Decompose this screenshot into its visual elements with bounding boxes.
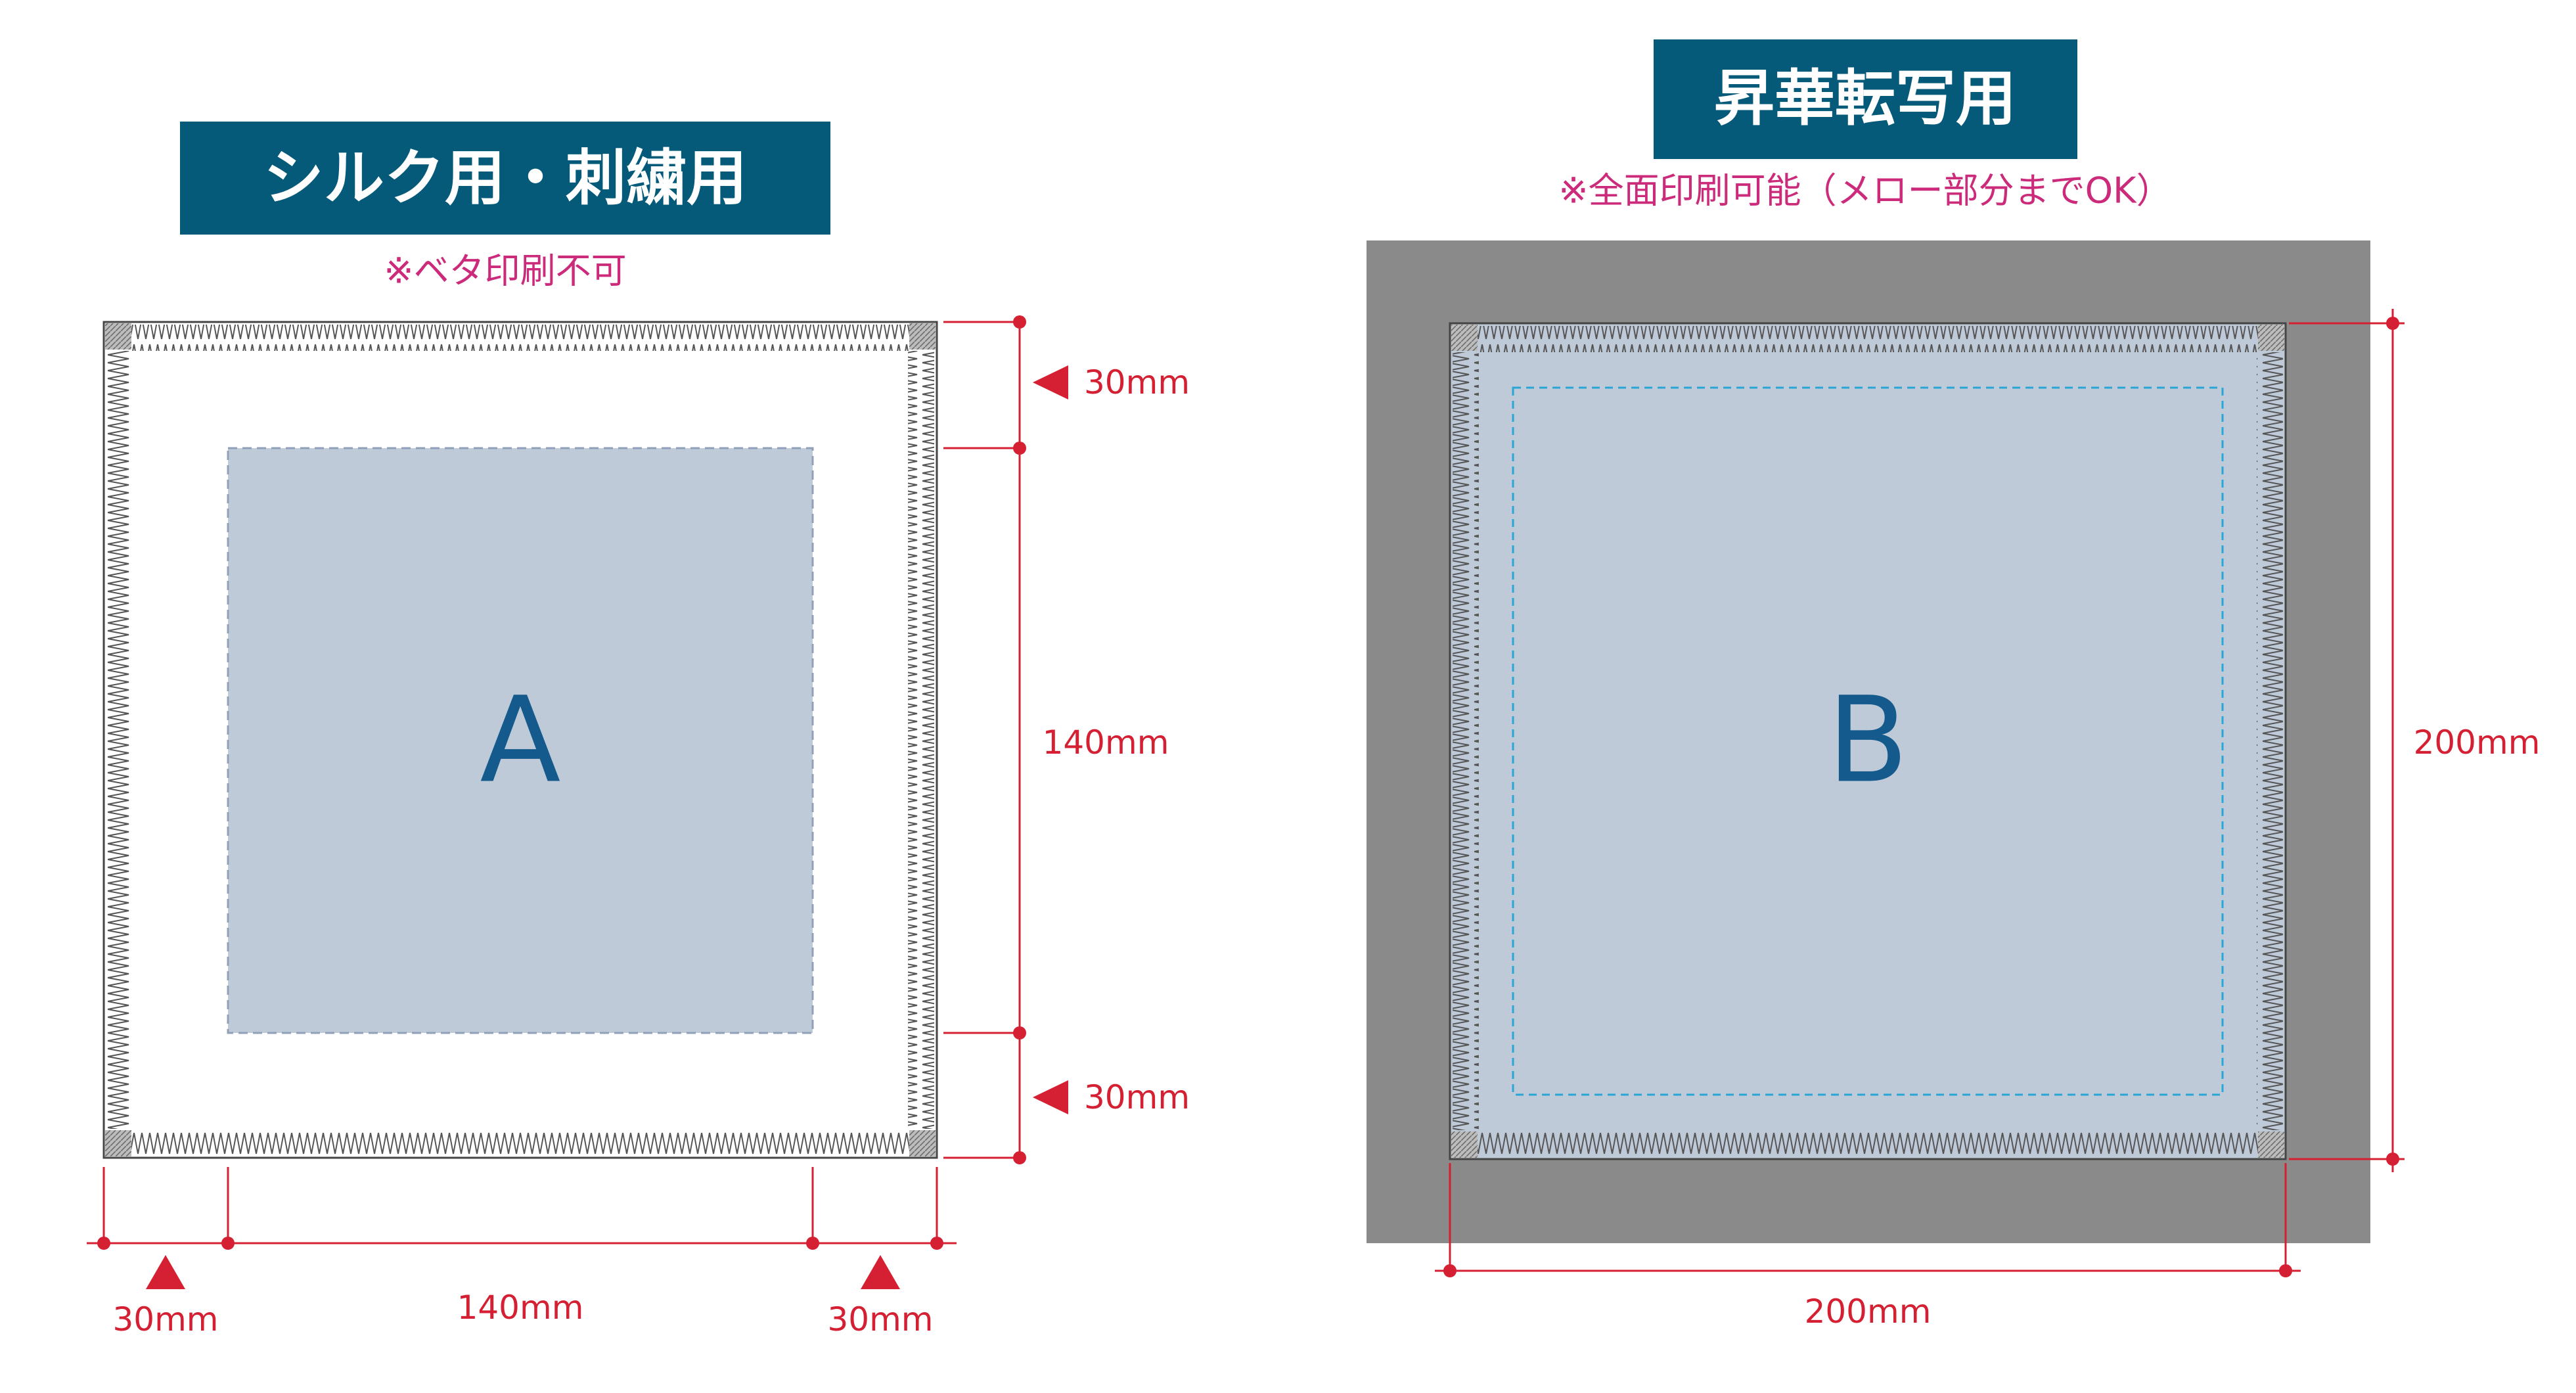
- print-area-a-label: A: [480, 672, 560, 810]
- silk-hem-corner: [909, 323, 936, 350]
- silk-vertical-dimension-dots: [1013, 315, 1026, 1164]
- silk-hem-corner: [909, 1130, 936, 1156]
- sublimation-hem-bottom: [1476, 1130, 2259, 1156]
- silk-left-margin-label: 30mm: [112, 1300, 218, 1338]
- silk-note: ※ベタ印刷不可: [384, 250, 626, 292]
- sublimation-title: 昇華転写用: [1714, 64, 2016, 134]
- sublimation-note: ※全面印刷可能（メロー部分までOK）: [1558, 170, 2171, 212]
- sublimation-vertical-dimension: [2289, 309, 2405, 1172]
- silk-hem-corner: [105, 1130, 131, 1156]
- silk-bottom-margin-label: 30mm: [1084, 1078, 1190, 1116]
- sublimation-hem-corner: [1451, 325, 1478, 351]
- silk-embroidery-panel: シルク用・刺繍用 ※ベタ印刷不可 A 30mm: [87, 122, 1190, 1338]
- dimension-dot: [806, 1237, 819, 1250]
- silk-right-margin-label: 30mm: [827, 1300, 933, 1338]
- sublimation-inner-guide: [1512, 386, 2224, 1096]
- dimension-dot: [1443, 1264, 1457, 1277]
- silk-hem-left: [106, 351, 133, 1129]
- silk-horizontal-dimension-dots: [97, 1237, 943, 1250]
- top-margin-arrow-icon: [1033, 365, 1068, 400]
- silk-height-label: 140mm: [1043, 723, 1169, 762]
- left-margin-arrow-icon: [146, 1255, 185, 1289]
- dimension-dot: [930, 1237, 943, 1250]
- dimension-dot: [2386, 1153, 2399, 1166]
- dimension-dot: [2386, 317, 2399, 330]
- silk-hem-bottom: [130, 1129, 911, 1155]
- print-area-a: [227, 447, 814, 1034]
- dimension-dot: [2279, 1264, 2292, 1277]
- sublimation-hem-left: [1453, 352, 1479, 1130]
- print-area-b-label: B: [1827, 672, 1909, 810]
- silk-top-margin-label: 30mm: [1084, 363, 1190, 401]
- sublimation-width-label: 200mm: [1805, 1292, 1932, 1331]
- silk-title: シルク用・刺繍用: [263, 143, 747, 214]
- sublimation-hem-corner: [1451, 1131, 1478, 1158]
- silk-width-label: 140mm: [457, 1289, 584, 1327]
- sublimation-hem-corner: [2258, 325, 2284, 351]
- silk-hem-corner: [105, 323, 131, 350]
- dimension-dot: [1013, 315, 1026, 329]
- dimension-dot: [1013, 442, 1026, 455]
- dimension-dot: [221, 1237, 235, 1250]
- sublimation-hem-right: [2257, 352, 2283, 1130]
- silk-vertical-dimension: [943, 315, 1021, 1164]
- dimension-dot: [1013, 1151, 1026, 1164]
- sublimation-panel: 昇華転写用 ※全面印刷可能（メロー部分までOK） B 200mm: [1367, 39, 2540, 1331]
- sublimation-hem-corner: [2258, 1131, 2284, 1158]
- sublimation-height-label: 200mm: [2414, 723, 2541, 762]
- sublimation-hem-top: [1476, 326, 2259, 352]
- silk-hem-right: [908, 351, 934, 1129]
- sublimation-cloth: [1449, 322, 2287, 1160]
- bottom-margin-arrow-icon: [1033, 1080, 1068, 1114]
- silk-hem-top: [130, 325, 911, 351]
- sublimation-horizontal-dimension: [1435, 1163, 2301, 1272]
- dimension-dot: [1013, 1026, 1026, 1039]
- silk-title-box: [180, 122, 830, 235]
- silk-horizontal-dimension: [87, 1167, 957, 1245]
- sublimation-title-box: [1654, 39, 2077, 159]
- dimension-dot: [97, 1237, 110, 1250]
- right-margin-arrow-icon: [861, 1255, 900, 1289]
